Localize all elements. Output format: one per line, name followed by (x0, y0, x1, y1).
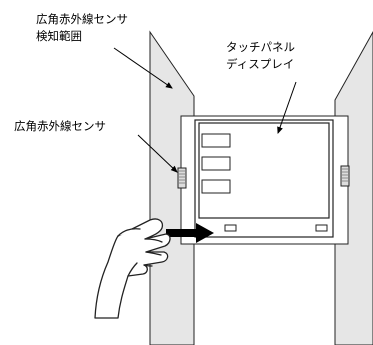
hardware-button-right (315, 224, 328, 232)
right-detection-panel (334, 30, 373, 345)
leader-panel (277, 81, 297, 134)
left-ir-sensor-icon (177, 167, 187, 189)
touch-panel-label-line2: ディスプレイ (226, 57, 295, 71)
screen-button (201, 179, 231, 194)
leader-range (113, 47, 173, 89)
hardware-button-left (224, 224, 237, 232)
sensor-range-label-line2: 検知範囲 (36, 29, 82, 43)
touch-panel-label-line1: タッチパネル (226, 40, 295, 54)
sensor-label: 広角赤外線センサ (14, 119, 106, 133)
leader-sensor (137, 134, 178, 173)
screen-button (201, 133, 231, 148)
right-ir-sensor-icon (340, 165, 350, 187)
hand-icon (94, 218, 171, 319)
approach-arrow (166, 223, 214, 243)
screen-button (201, 156, 231, 171)
sensor-range-label-line1: 広角赤外線センサ (36, 12, 128, 26)
